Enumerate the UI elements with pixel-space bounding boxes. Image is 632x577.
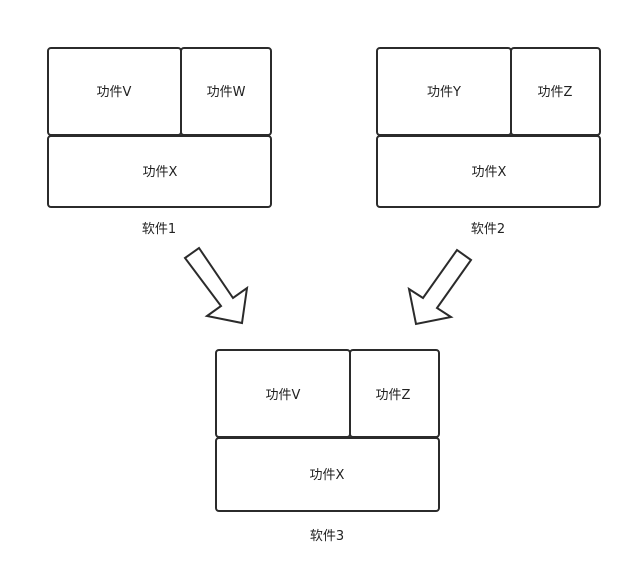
arrow-software2-to-software3 bbox=[407, 248, 473, 326]
software3-label-v: 功件V bbox=[266, 388, 301, 403]
software3-block-x bbox=[215, 437, 440, 512]
software2-block-x bbox=[376, 135, 601, 208]
software2-title: 软件2 bbox=[471, 222, 505, 237]
software2-label-y: 功件Y bbox=[427, 85, 461, 100]
software3-label-x: 功件X bbox=[310, 468, 345, 483]
software3-group: 功件V 功件Z 功件X 软件3 bbox=[215, 349, 440, 544]
software3-label-z: 功件Z bbox=[376, 388, 411, 403]
arrow-software1-to-software3 bbox=[183, 246, 249, 325]
software1-label-v: 功件V bbox=[97, 85, 132, 100]
software3-title: 软件3 bbox=[310, 529, 344, 544]
software1-title: 软件1 bbox=[142, 222, 176, 237]
software1-group: 功件V 功件W 功件X 软件1 bbox=[47, 47, 272, 237]
software1-label-x: 功件X bbox=[143, 165, 178, 180]
software2-label-x: 功件X bbox=[472, 165, 507, 180]
software1-block-x bbox=[47, 135, 272, 208]
software2-label-z: 功件Z bbox=[538, 85, 573, 100]
software1-label-w: 功件W bbox=[207, 85, 246, 100]
software2-group: 功件Y 功件Z 功件X 软件2 bbox=[376, 47, 601, 237]
